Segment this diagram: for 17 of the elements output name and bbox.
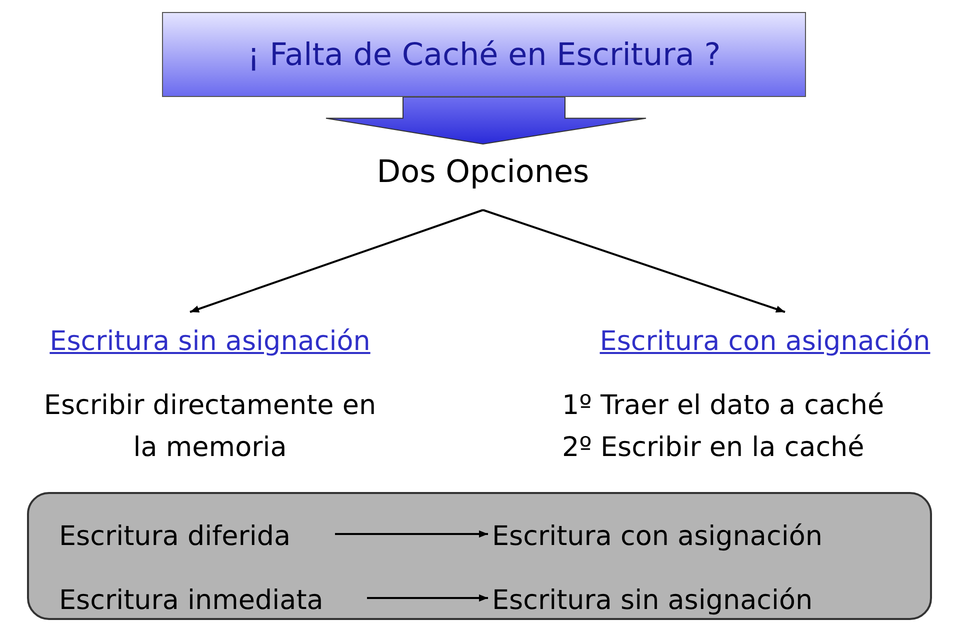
title-box: ¡ Falta de Caché en Escritura ? xyxy=(162,12,806,97)
arrow xyxy=(335,530,488,538)
option-text: Escritura sin asignación xyxy=(492,578,912,622)
option-text: Dos Opciones xyxy=(343,150,623,194)
option-text: Escritura inmediata xyxy=(59,578,361,622)
arrow xyxy=(367,594,488,602)
option-text: Escritura con asignación xyxy=(492,514,912,558)
description-text: 1º Traer el dato a caché xyxy=(562,389,886,423)
option-heading: Escritura sin asignación xyxy=(10,320,410,362)
option-heading: Escritura con asignación xyxy=(560,320,970,362)
rounded-panel xyxy=(27,492,932,620)
block-arrow xyxy=(326,96,646,144)
description-text: Escribir directamente en la memoria xyxy=(42,389,378,465)
arrow xyxy=(482,209,786,313)
description-text: 2º Escribir en la caché xyxy=(562,431,866,465)
arrow xyxy=(190,209,484,313)
option-text: Escritura diferida xyxy=(59,514,329,558)
